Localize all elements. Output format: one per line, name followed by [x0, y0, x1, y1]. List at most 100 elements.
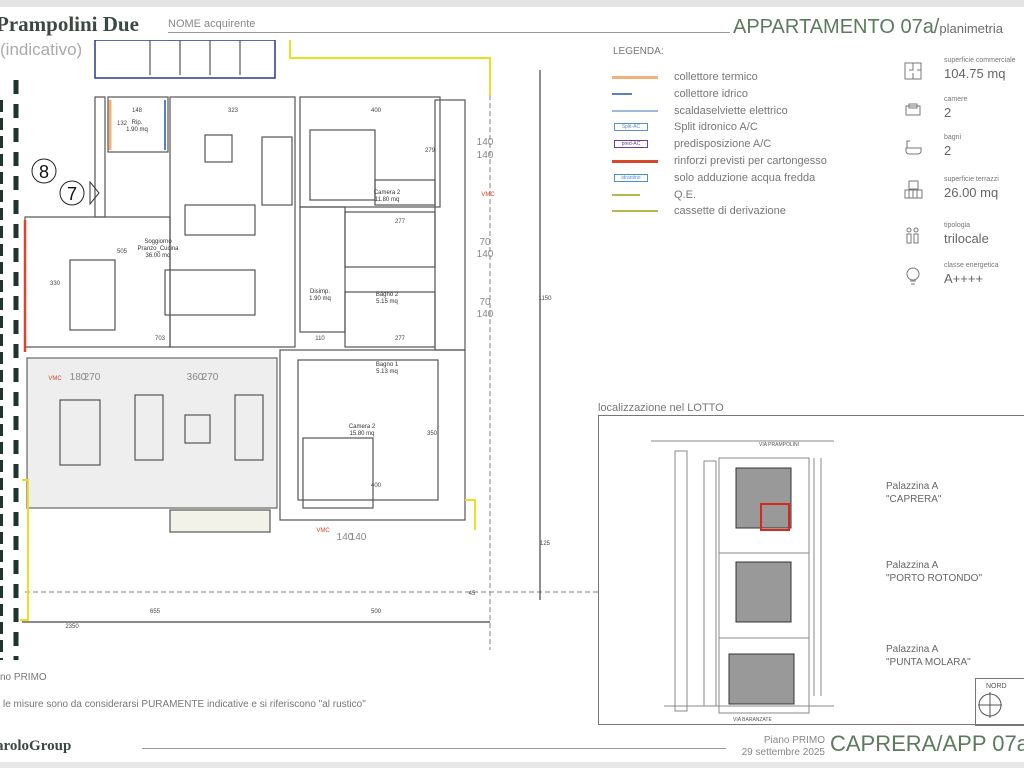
svg-text:8: 8 [39, 162, 49, 182]
legend-label: solo adduzione acqua fredda [674, 171, 816, 184]
room-name-camera-small: Camera 2 [374, 190, 401, 196]
dimension: 655 [150, 609, 161, 615]
window-height: 270 [84, 372, 101, 383]
people-icon [906, 227, 919, 244]
highlighted-apartment [760, 503, 790, 531]
unit-marker-8: 8 [31, 158, 57, 184]
terrace-icon [904, 180, 923, 199]
window-height: 70 [479, 237, 491, 248]
legend-swatch [612, 71, 666, 83]
legend-item: scaldaselviette elettrico [612, 103, 872, 119]
north-label: NORD [986, 683, 1007, 690]
room-name-camera-large: Camera 2 [349, 424, 376, 430]
info-value: 2 [944, 105, 952, 120]
company-logo: aroloGroup [0, 738, 72, 754]
window-height: 140 [477, 150, 494, 161]
legend-label: predisposizione A/C [674, 138, 772, 151]
legend-label: collettore idrico [674, 87, 748, 100]
lotto-map: VIA PRAMPOLINI VIA BARANZATE Palazzina A… [598, 415, 1024, 726]
window-height: 70 [479, 297, 491, 308]
room-name-ripostiglio: Rip. [132, 120, 143, 126]
dimension: 330 [50, 281, 61, 287]
dimension: 132 [117, 121, 128, 127]
info-value: 2 [944, 143, 952, 158]
info-value: 104.75 mq [944, 66, 1006, 81]
dimension: 110 [315, 336, 325, 342]
legend-swatch [612, 205, 666, 217]
floor-label: no PRIMO [0, 672, 47, 683]
legend-swatch [612, 105, 666, 117]
legend-swatch [612, 88, 666, 100]
room-area-bagno1: 5.13 mq [376, 369, 398, 375]
vmc-label: VMC [481, 192, 495, 198]
project-title: Prampolini Due [0, 12, 139, 36]
info-value: trilocale [944, 231, 989, 246]
info-label: classe energetica [944, 262, 999, 269]
dimension: 323 [228, 108, 239, 114]
lotto-title: localizzazione nel LOTTO [598, 402, 724, 414]
disclaimer-note: le misure sono da considerarsi PURAMENTE… [3, 699, 366, 710]
dimension: 148 [132, 108, 143, 114]
room-area-soggiorno: 36.00 mq [145, 253, 170, 259]
dimension: 703 [155, 336, 166, 342]
legend-swatch: pred-AC [612, 138, 666, 150]
floor-plan: Rip. 1.90 mq Soggiorno Pranzo_Cucina 36.… [0, 40, 600, 660]
bottom-bar [0, 762, 1024, 768]
info-bed: camere 2 [903, 96, 1024, 136]
vmc-label: VMC [316, 528, 330, 534]
window-height: 140 [337, 532, 354, 543]
apartment-code: APPARTAMENTO 07a/ [733, 16, 940, 38]
dimension: 45 [469, 591, 476, 597]
room-name-bagno2: Bagno 2 [376, 292, 399, 298]
info-label: camere [944, 96, 968, 103]
legend-item: collettore idrico [612, 86, 872, 102]
entrance-arrow-icon [89, 180, 100, 206]
svg-text:7: 7 [67, 184, 77, 204]
legend-item: collettore termico [612, 69, 872, 85]
window-height: 140 [477, 137, 494, 148]
footer-floor: Piano PRIMO [763, 735, 825, 746]
legend-item: rinforzi previsti per cartongesso [612, 153, 872, 169]
dimension: 125 [540, 541, 551, 547]
room-area-camera-large: 15.80 mq [349, 431, 374, 437]
lightbulb-icon [906, 267, 920, 285]
dimension: 2350 [65, 624, 79, 630]
unit-marker-7: 7 [59, 180, 85, 206]
street-top: VIA PRAMPOLINI [759, 442, 799, 448]
footer-divider [142, 748, 726, 749]
project-subtitle: (indicativo) [0, 40, 83, 59]
info-value: 26.00 mq [944, 185, 999, 200]
room-area-camera-small: 11.80 mq [375, 197, 400, 203]
legend-item: idrantino solo adduzione acqua fredda [612, 170, 872, 186]
window-height: 270 [202, 372, 219, 383]
room-name-disimpegno: Disimp. [310, 289, 330, 295]
room-name-soggiorno: Soggiorno [144, 239, 172, 245]
dimension: 277 [395, 219, 406, 225]
legend-label: scaldaselviette elettrico [674, 104, 788, 117]
buyer-value: ... [168, 33, 176, 43]
bathtub-icon [905, 140, 922, 155]
dimension: 1150 [539, 296, 553, 302]
terrace [26, 357, 278, 509]
window-height: 360 [187, 372, 204, 383]
building-punta-molara: Palazzina A"PUNTA MOLARA" [886, 644, 971, 668]
window-height: 140 [477, 309, 494, 320]
vmc-label: VMC [48, 376, 62, 382]
legend-label: collettore termico [674, 71, 758, 83]
legend-item: cassette di derivazione [612, 203, 872, 219]
legend-swatch: Split-AC [612, 121, 666, 133]
legend-swatch [612, 155, 666, 167]
legend-swatch: idrantino [612, 172, 666, 184]
buyer-divider [168, 32, 730, 33]
dimension: 279 [425, 148, 436, 154]
legend-label: Q.E. [674, 188, 697, 201]
legend-swatch [612, 189, 666, 201]
legend-title: LEGENDA: [613, 46, 664, 57]
footer-apartment-code: CAPRERA/APP 07a [830, 731, 1024, 756]
